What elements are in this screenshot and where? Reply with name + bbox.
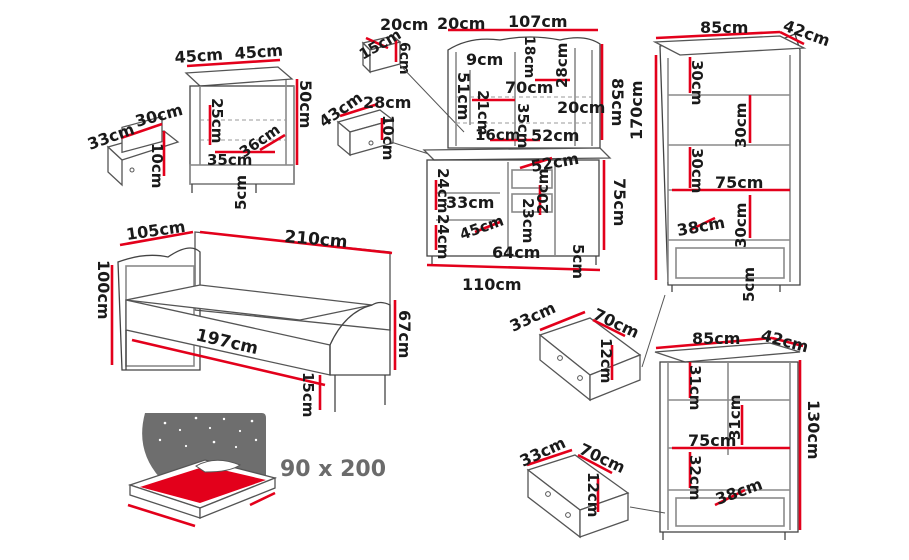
bed-head-w-label: 105cm	[125, 217, 187, 244]
low-cab-shelf-low: 32cm	[686, 455, 704, 500]
desk-hutch-sh-label: 51cm	[454, 72, 473, 120]
small-drawer-top-c: 6cm	[396, 42, 412, 75]
small-drawer-top-b: 20cm	[380, 15, 428, 34]
drawer-height-label: 10cm	[148, 143, 166, 188]
nightstand-inner-h-label: 25cm	[208, 98, 226, 143]
desk-width-label: 110cm	[462, 275, 522, 294]
low-cab-shelf-top: 31cm	[686, 365, 704, 410]
nightstand-height-label: 50cm	[296, 80, 315, 128]
desk-shelf1-label: 24cm	[434, 168, 452, 213]
mattress-illustration	[127, 413, 278, 528]
nightstand-depth-label: 45cm	[234, 41, 284, 63]
small-drawer-middle	[336, 102, 395, 157]
tall-cab-bottom-d: 38cm	[675, 213, 726, 240]
desk-with-hutch	[422, 28, 612, 272]
bed-foot-h-label: 67cm	[395, 310, 414, 358]
low-cabinet	[654, 336, 804, 540]
drawer-leader-line-2	[399, 64, 465, 133]
desk-hutch-shelf-label: 28cm	[553, 43, 571, 88]
desk-overall-h-label: 170cm	[627, 80, 646, 140]
big-drawer-h-label: 12cm	[597, 338, 615, 383]
drawer-leader-line-4	[629, 506, 666, 514]
low-cab-bottom-d: 38cm	[713, 474, 765, 508]
small-drawer-mid-b: 28cm	[363, 93, 411, 112]
mattress-size-label: 90 x 200	[280, 457, 386, 482]
tall-cab-width-label: 85cm	[700, 18, 748, 37]
tall-cab-shelf-top: 30cm	[688, 60, 706, 105]
desk-hutch-inner-w-label: 70cm	[505, 78, 553, 97]
desk-total-h-label: 85cm	[608, 78, 627, 126]
desk-hutch-h-label: 18cm	[521, 36, 537, 78]
tall-cab-shelf-low: 30cm	[732, 203, 750, 248]
bottom-drawer	[526, 448, 630, 539]
tall-cab-shelf-left: 30cm	[688, 148, 706, 193]
tall-cabinet	[652, 30, 807, 292]
tall-cab-leg: 5cm	[740, 267, 758, 302]
desk-knee-w-label: 45cm	[457, 211, 506, 243]
desk-hutch-side-label: 9cm	[466, 50, 503, 69]
desk-top-left-label: 20cm	[437, 14, 485, 33]
low-cab-inner-w: 75cm	[688, 431, 736, 450]
desk-hutch-low-label: 16cm	[475, 126, 520, 144]
bed	[110, 230, 397, 412]
small-drawer-mid-c: 10cm	[379, 115, 397, 160]
desk-inner-label: 64cm	[492, 243, 540, 262]
desk-hutch-niche-label: 35cm	[514, 103, 532, 148]
tall-cab-inner-w: 75cm	[715, 173, 763, 192]
nightstand-width-label: 45cm	[174, 45, 224, 67]
bed-head-h-label: 100cm	[94, 260, 113, 320]
drawer-leader-line-3	[641, 294, 666, 368]
small-drawer-top	[361, 35, 402, 74]
desk-top-width-label: 107cm	[508, 12, 568, 31]
desk-knee-label: 23cm	[519, 198, 537, 243]
big-drawer	[538, 310, 642, 402]
desk-leg-label: 5cm	[569, 244, 587, 279]
bed-leg-label: 15cm	[299, 372, 317, 417]
low-cab-width-label: 85cm	[692, 329, 740, 348]
desk-hutch-side-w-label: 20cm	[557, 98, 605, 117]
nightstand	[184, 58, 299, 193]
tall-cab-shelf-mid: 30cm	[732, 103, 750, 148]
bottom-drawer-h-label: 12cm	[584, 472, 602, 517]
desk-drawer-w-label: 33cm	[446, 193, 494, 212]
low-cab-shelf-right: 31cm	[726, 395, 744, 440]
desk-hutch-inner-h-label: 21cm	[474, 90, 492, 135]
big-drawer-d-label: 33cm	[507, 298, 559, 336]
nightstand-drawer	[106, 115, 180, 187]
low-cab-height: 130cm	[804, 400, 823, 460]
desk-drawer-h-label: 20cm	[534, 169, 552, 214]
desk-desk-h-label: 75cm	[610, 178, 629, 226]
nightstand-leg-label: 5cm	[232, 175, 250, 210]
drawer-leader-line	[390, 141, 433, 156]
desk-shelf2-label: 24cm	[434, 214, 452, 259]
desk-hutch-d-label: 52cm	[531, 126, 579, 145]
nightstand-inner-w-label: 35cm	[207, 151, 252, 169]
